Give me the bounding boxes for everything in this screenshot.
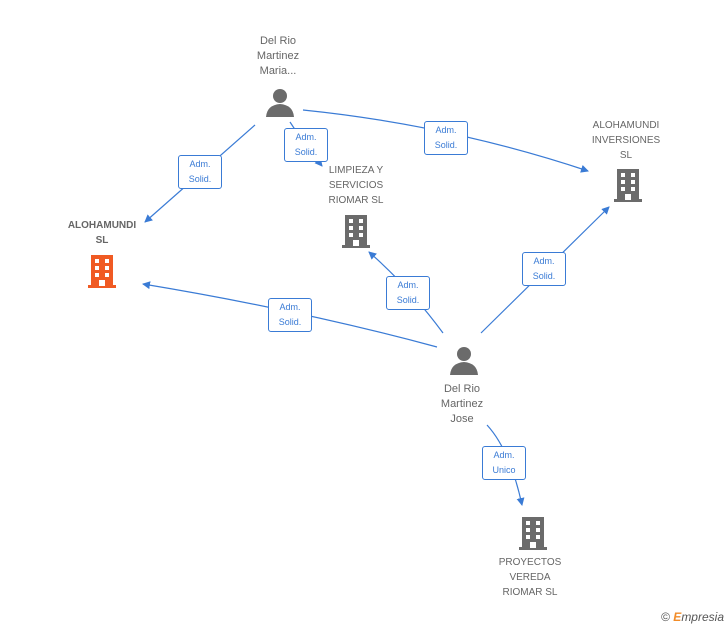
brand-e: E (673, 610, 682, 624)
person-name-label[interactable]: Del Rio Martinez Jose (440, 383, 484, 425)
building-icon[interactable] (517, 516, 549, 550)
building-icon[interactable] (340, 214, 372, 248)
role-label: Adm. Solid. (522, 252, 566, 286)
brand-logo: © Empresia (661, 610, 724, 624)
copyright-symbol: © (661, 610, 670, 624)
building-icon[interactable] (86, 254, 118, 288)
role-label: Adm. Solid. (284, 128, 328, 162)
company-name-label[interactable]: ALOHAMUNDI INVERSIONES SL (591, 120, 661, 161)
company-name-label[interactable]: PROYECTOS VEREDA RIOMAR SL (498, 557, 562, 598)
role-label: Adm. Solid. (386, 276, 430, 310)
role-label: Adm. Unico (482, 446, 526, 480)
brand-name: mpresia (681, 610, 724, 624)
person-name-label[interactable]: Del Rio Martinez Maria... (256, 35, 300, 77)
person-icon[interactable] (264, 88, 296, 118)
building-icon[interactable] (612, 168, 644, 202)
role-label: Adm. Solid. (178, 155, 222, 189)
role-label: Adm. Solid. (424, 121, 468, 155)
role-label: Adm. Solid. (268, 298, 312, 332)
company-name-label[interactable]: ALOHAMUNDI SL (67, 220, 137, 246)
company-name-label[interactable]: LIMPIEZA Y SERVICIOS RIOMAR SL (328, 165, 384, 206)
person-icon[interactable] (448, 346, 480, 376)
